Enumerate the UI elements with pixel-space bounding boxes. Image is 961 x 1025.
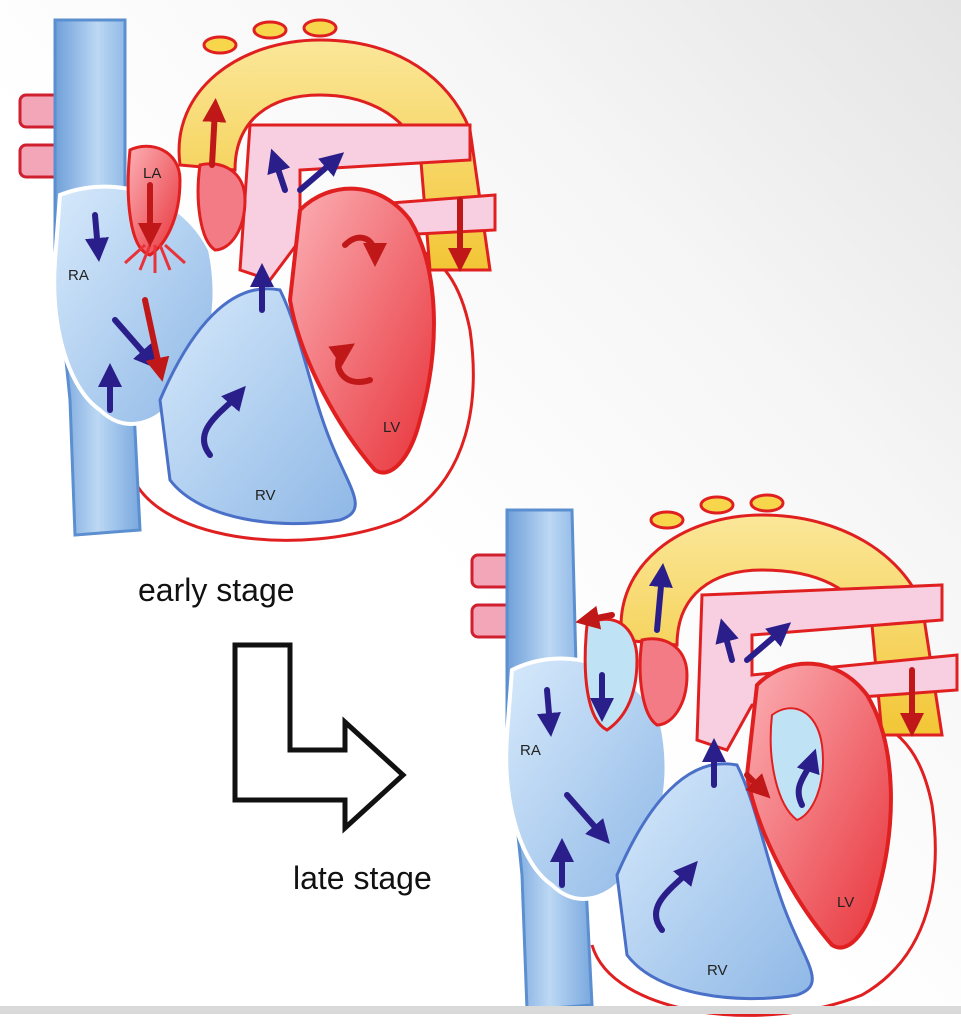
heart-diagram-late: RA RV LV: [470, 493, 959, 1017]
aortic-branches: [649, 493, 785, 530]
flow-arrows-blue: [537, 563, 820, 933]
heart-diagram-early: RA LA RV LV: [18, 18, 497, 542]
label-la: LA: [143, 165, 161, 182]
right-ventricle: [615, 762, 814, 1001]
flow-arrows-blue: [85, 148, 345, 458]
left-ventricle: [287, 186, 436, 475]
label-lv: LV: [383, 419, 400, 436]
flow-arrows-red: [138, 98, 472, 385]
label-ra: RA: [520, 742, 541, 759]
aortic-branches: [202, 18, 338, 55]
right-ventricle: [158, 287, 357, 526]
label-lv: LV: [837, 894, 854, 911]
bottom-edge: [0, 1006, 961, 1014]
caption-late-stage: late stage: [293, 860, 432, 896]
pericardium-outline: [590, 723, 937, 1017]
l-shaped-arrow-icon: [232, 642, 407, 834]
label-rv: RV: [255, 487, 276, 504]
left-atrium-chamber: [638, 637, 689, 727]
label-ra: RA: [68, 267, 89, 284]
pericardium-outline: [128, 248, 475, 542]
valve-fringes: [123, 243, 187, 273]
label-rv: RV: [707, 962, 728, 979]
left-atrium-chamber: [196, 162, 247, 252]
caption-early-stage: early stage: [138, 572, 295, 608]
flow-arrows-red: [575, 605, 924, 799]
